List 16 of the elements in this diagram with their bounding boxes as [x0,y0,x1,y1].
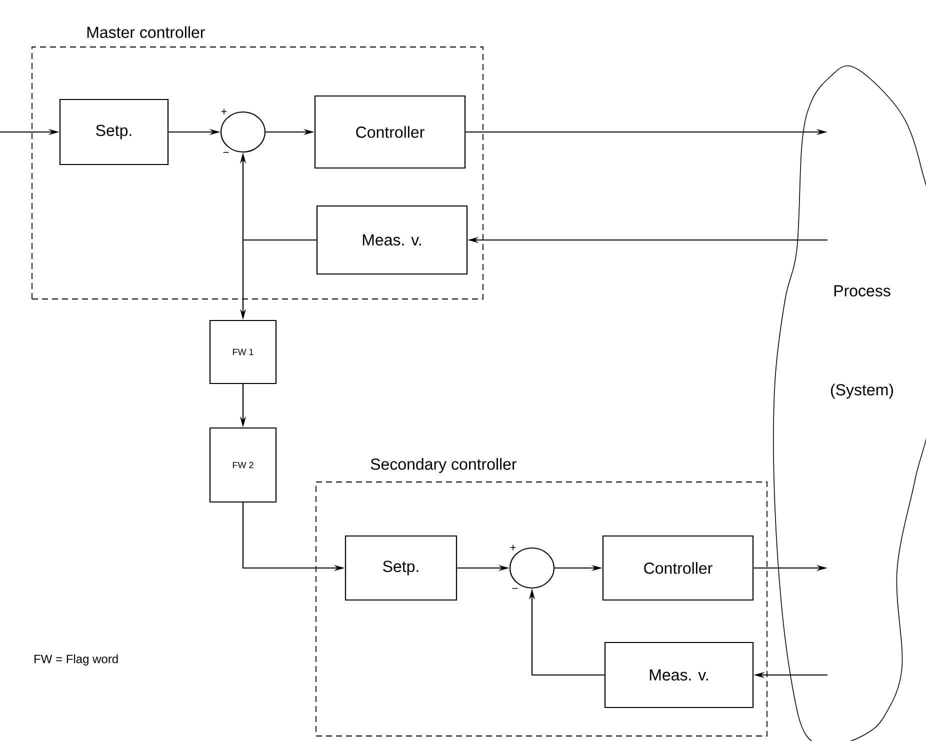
process-cloud: Process (System) [773,65,926,741]
block-box: Setp. [344,535,458,601]
sign-label: − [512,588,518,589]
note-label: FW = Flag word [34,654,118,666]
block-box: Meas. v. [604,642,754,708]
block-box: FW 1 [209,320,277,384]
sign-label: + [510,544,516,550]
block-box: Meas. v. [316,205,468,275]
node-label: Secondary controller [370,458,517,473]
sign-label: + [221,108,227,114]
block-box: Controller [314,95,466,169]
sign-label: − [223,152,229,153]
block-box: FW 2 [209,427,277,503]
block-box: Controller [602,535,754,601]
block-box: Setp. [59,98,169,166]
node-label: Master controller [87,26,205,38]
